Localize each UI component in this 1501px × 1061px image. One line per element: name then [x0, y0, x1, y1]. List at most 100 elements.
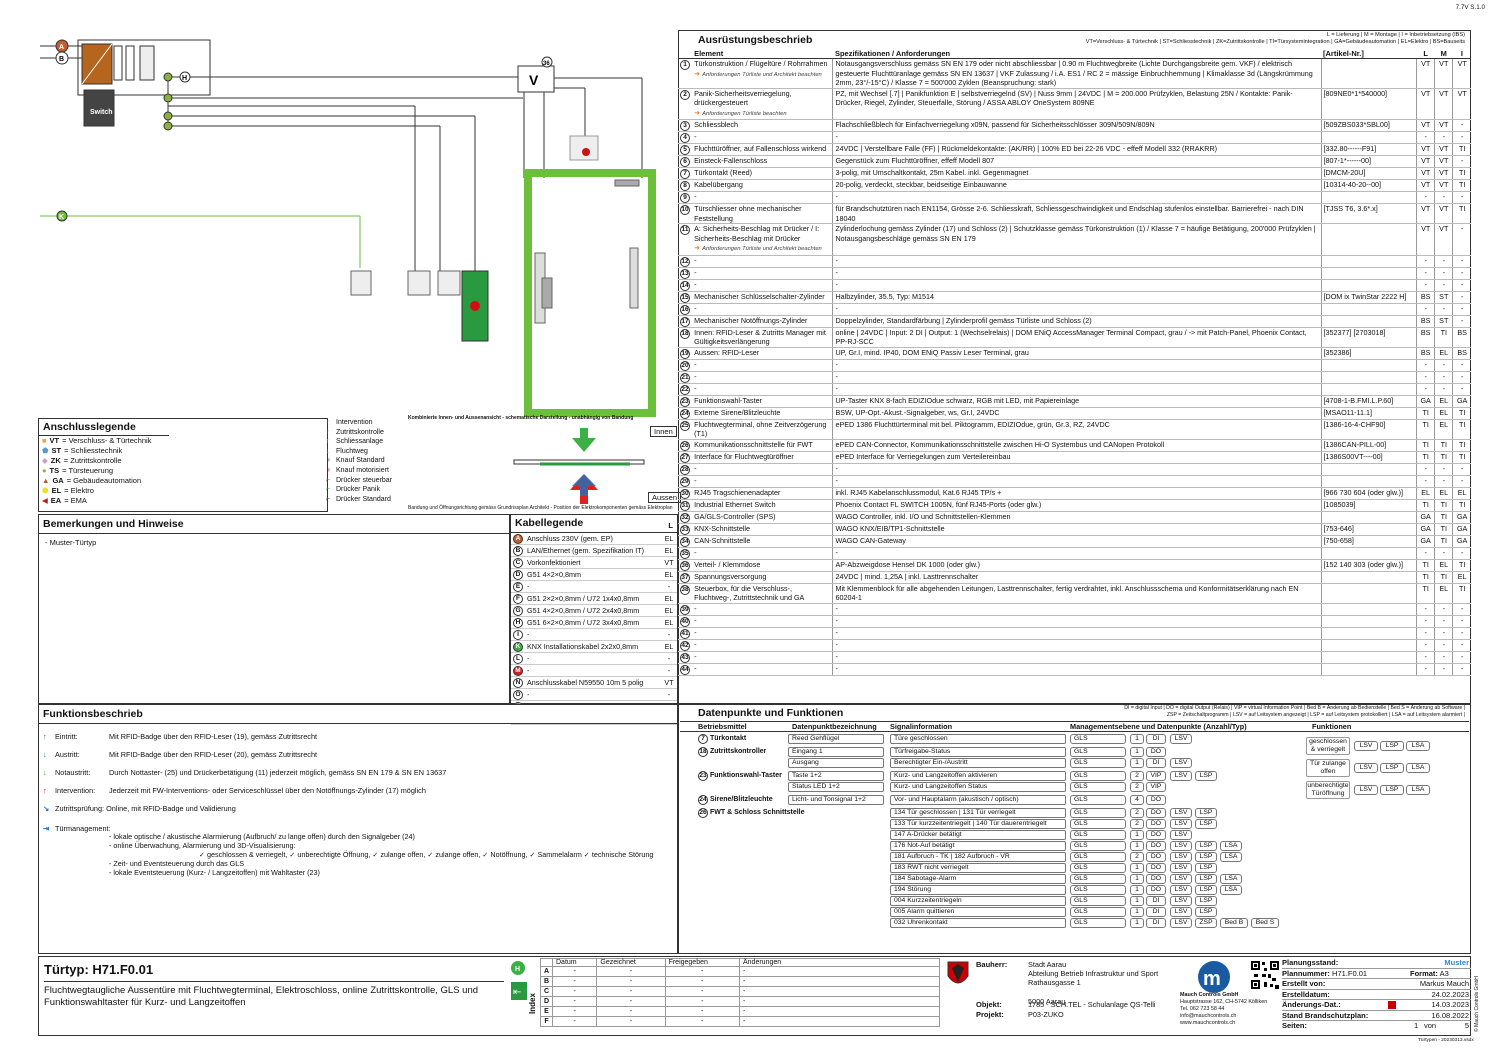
format-label: Format:: [1410, 968, 1438, 978]
spec-cell: -: [832, 475, 1322, 488]
element-name: Kommunikationsschnittstelle für FWT: [694, 439, 813, 449]
datapoint-count: 1: [1130, 885, 1144, 895]
element-cell: Türschliesser ohne mechanischer Feststel…: [692, 203, 833, 224]
object-value: 1785 - SCH.TEL - Schulanlage QS-Telli: [1028, 1000, 1156, 1009]
row-number: 16: [678, 303, 693, 316]
legend-code: TS: [49, 466, 60, 475]
symbol-label: Knauf motorisiert: [336, 466, 389, 474]
equipment-row: 20-----: [678, 359, 1471, 372]
row-number-badge: 27: [680, 452, 691, 462]
spec-cell: -: [832, 255, 1322, 268]
revision-row: B----: [540, 976, 940, 987]
pages-label: Seiten:: [1282, 1021, 1308, 1030]
row-number: 33: [678, 523, 693, 536]
datapoint-name: Ausgang: [788, 758, 884, 768]
cable-description: KNX Installationskabel 2x2x0,8mm: [525, 640, 661, 653]
datapoint-number: 24: [698, 795, 708, 805]
function-legend-box: LSA: [1406, 763, 1430, 773]
anschluss-legend-cell: ▲GA= Gebäudeautomation: [39, 476, 154, 486]
client-line: 5000 Aarau: [1028, 996, 1066, 1006]
cable-legend-col-l: L: [668, 521, 673, 530]
row-number-badge: 24: [680, 408, 691, 418]
revision-cell: -: [551, 1016, 598, 1027]
cable-description: -: [525, 580, 661, 593]
i-cell: TI: [1452, 203, 1471, 224]
datapoint-gls: GLS: [1070, 808, 1126, 818]
row-number: 6: [678, 155, 693, 168]
i-cell: -: [1452, 255, 1471, 268]
l-cell: TI: [1416, 419, 1435, 440]
change-flag-icon: [1388, 1001, 1396, 1009]
row-number-badge: 16: [680, 304, 691, 314]
symbol-label: Drücker Panik: [336, 486, 380, 494]
function-legend-box: LSP: [1380, 741, 1404, 751]
door-management-line: - online Überwachung, Alarmierung und 3D…: [109, 841, 296, 850]
symbol-legend-item: ↑Schliessanlage: [326, 437, 406, 447]
i-cell: GA: [1452, 523, 1471, 536]
article-cell: [1320, 131, 1417, 144]
cable-code-cell: B: [511, 544, 525, 557]
revision-cell: -: [596, 1006, 666, 1017]
row-number-badge: 19: [680, 348, 691, 358]
revision-index: A: [540, 966, 553, 977]
datapoint-number: 26: [698, 808, 708, 818]
row-number-badge: 36: [680, 560, 691, 570]
m-cell: -: [1434, 615, 1453, 628]
spec-cell: -: [832, 463, 1322, 476]
element-cell: Interface für Fluchtwegtüröffner: [692, 451, 833, 464]
l-cell: TI: [1416, 407, 1435, 420]
spec-cell: Zylinderlochung gemäss Zylinder (17) und…: [832, 223, 1322, 256]
m-cell: ST: [1434, 291, 1453, 304]
datapoint-function: LSA: [1220, 852, 1242, 862]
row-number-badge: 7: [680, 169, 691, 179]
remarks-panel: Bemerkungen und Hinweise - Muster-Türtyp: [38, 514, 510, 704]
row-number: 39: [678, 603, 693, 616]
legend-text: = EMA: [64, 496, 87, 505]
equipment-row: 4-----: [678, 131, 1471, 144]
switch-icon: [83, 89, 115, 127]
element-name: -: [694, 603, 697, 613]
function-text: Mit RFID-Badge über den RFID-Leser (19),…: [109, 732, 318, 741]
spec-cell: -: [832, 615, 1322, 628]
symbol-legend: ↑Intervention↑Zutrittskontrolle↑Schliess…: [326, 418, 406, 504]
m-cell: -: [1434, 131, 1453, 144]
legend-code: ZK: [50, 456, 61, 465]
row-number: 23: [678, 395, 693, 408]
datapoint-device: FWT & Schloss Schnittstelle: [710, 809, 805, 816]
equipment-row: 9-----: [678, 191, 1471, 204]
function-icon: ↑: [43, 786, 47, 795]
anschluss-legend-row: ●TS= Türsteuerung: [39, 466, 154, 476]
symbol-legend-item: ♀ Knauf motorisiert: [326, 466, 406, 476]
spec-cell: online | 24VDC | Input: 2 DI | Output: 1…: [832, 327, 1322, 348]
company-line: info@mauchcontrols.ch: [1180, 1013, 1237, 1019]
row-number: 3: [678, 119, 693, 132]
m-cell: VT: [1434, 223, 1453, 256]
arrow-icon: ➜: [694, 68, 703, 78]
cable-code-badge: K: [513, 642, 523, 652]
m-cell: -: [1434, 603, 1453, 616]
symbol-icon: ♀: [326, 466, 332, 474]
datapoint-gls: GLS: [1070, 896, 1126, 906]
element-cell: -: [692, 191, 833, 204]
element-cell: Spannungsversorgung: [692, 571, 833, 584]
element-name: A: Sicherheits-Beschlag mit Drücker / I:…: [694, 224, 820, 243]
m-cell: VT: [1434, 179, 1453, 192]
aussen-label: Aussen: [648, 492, 682, 503]
element-name: -: [694, 359, 697, 369]
article-cell: [1320, 627, 1417, 640]
legend-text: = Gebäudeautomation: [66, 476, 142, 485]
row-number: 18: [678, 327, 693, 348]
row-number-badge: 21: [680, 372, 691, 382]
datapoint-signal: 183 RWT nicht verriegelt: [890, 863, 1066, 873]
legend-code: EA: [50, 496, 62, 505]
article-cell: [DOM ix TwinStar 2222 H]: [1320, 291, 1417, 304]
title-block: [38, 956, 1471, 1036]
dp-col-bm: Betriebsmittel: [698, 722, 747, 731]
spec-cell: Gegenstück zum Fluchttüröffner, effeff M…: [832, 155, 1322, 168]
